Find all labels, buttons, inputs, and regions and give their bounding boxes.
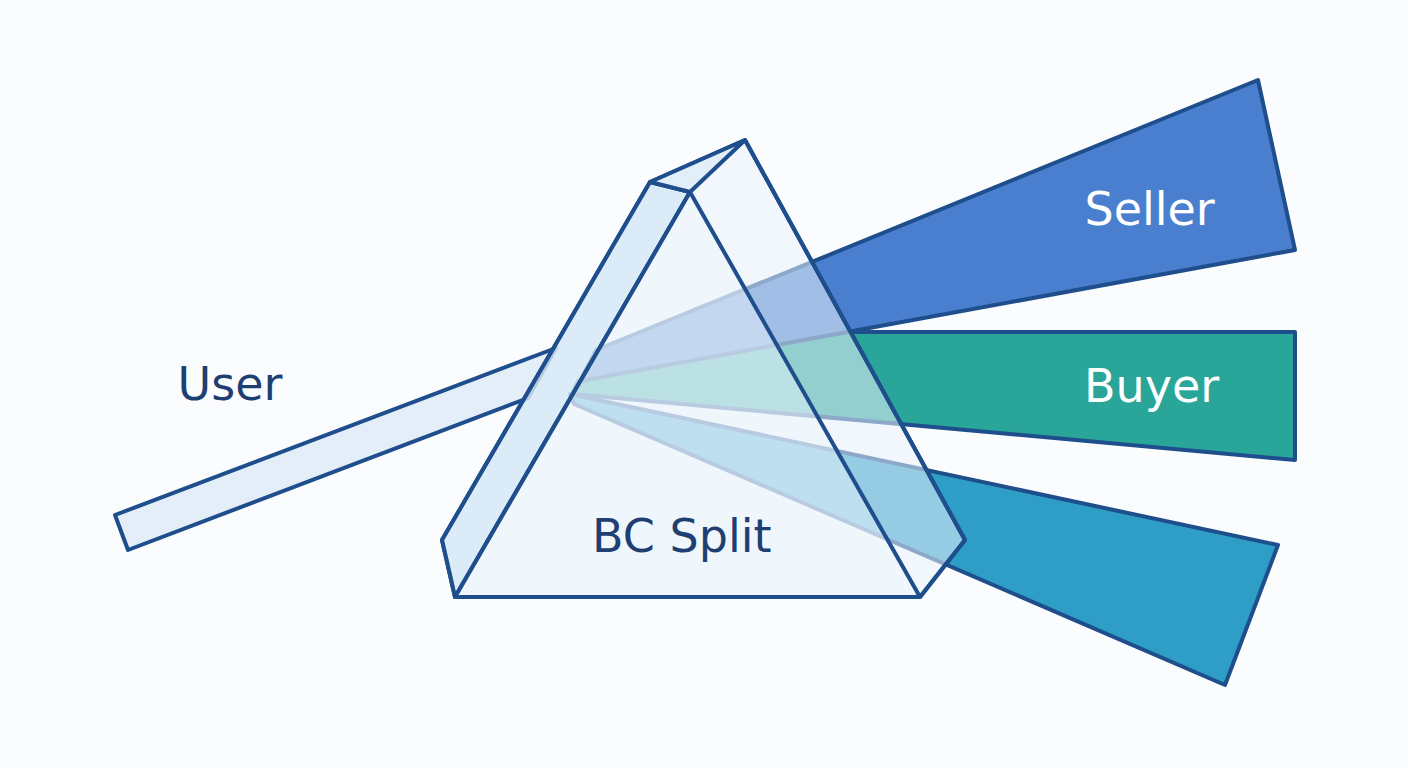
prism-body xyxy=(442,140,965,597)
node-text: BC Split xyxy=(592,510,788,563)
prism-edge xyxy=(920,540,965,597)
node-text: Seller xyxy=(1085,183,1232,236)
beam-label: Seller xyxy=(1077,179,1240,248)
prism-label: BC Split xyxy=(584,506,796,575)
prism-top-face xyxy=(650,140,745,192)
prism-edge xyxy=(745,140,965,540)
node-text: User xyxy=(178,358,299,411)
prism-front-face xyxy=(455,192,920,597)
beam-label: User xyxy=(170,354,307,423)
node-text: Buyer xyxy=(1084,360,1236,413)
beam-label: Buyer xyxy=(1076,356,1244,425)
